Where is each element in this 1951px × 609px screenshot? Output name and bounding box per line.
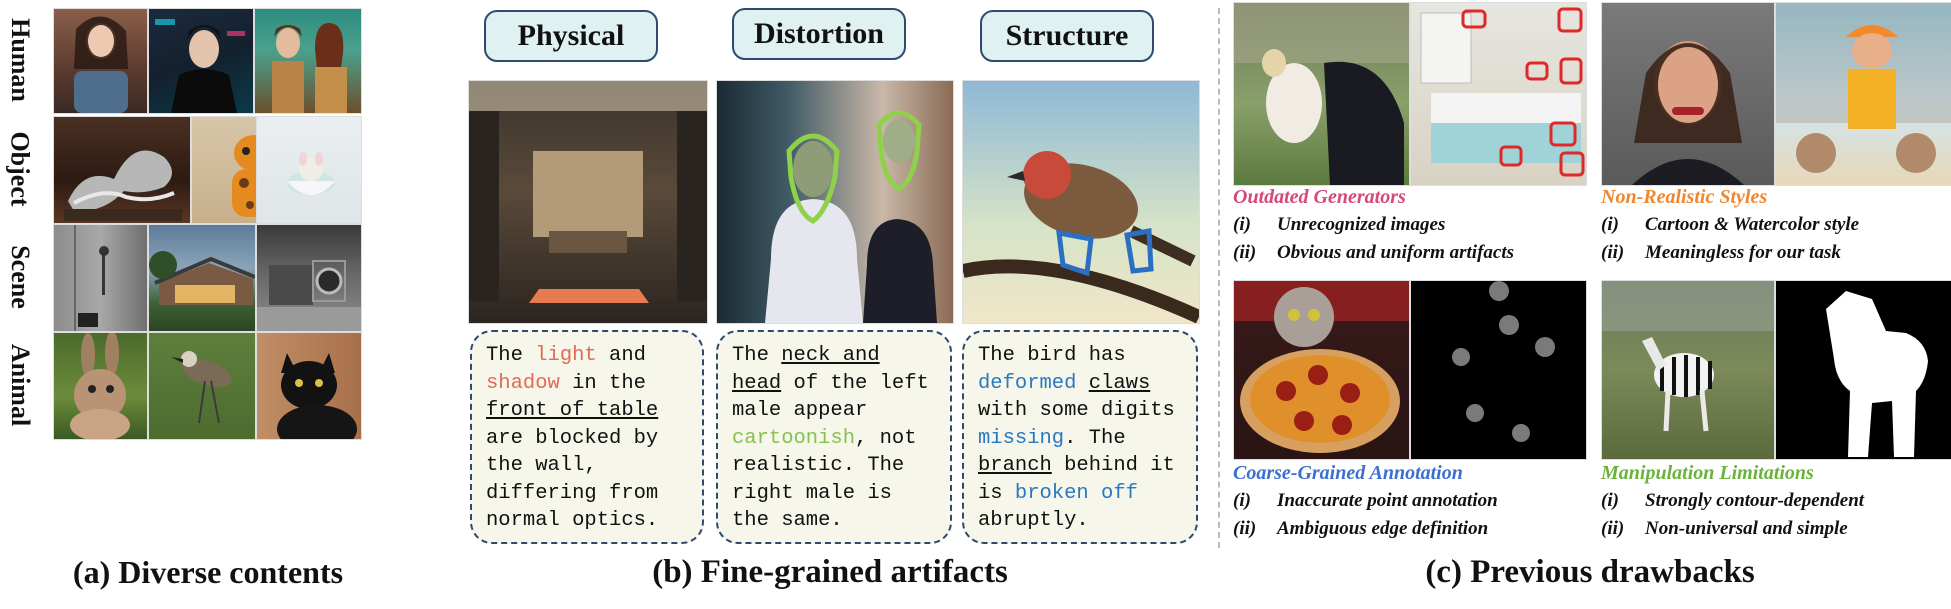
outdated-title: Outdated Generators	[1233, 186, 1406, 208]
physical-photo-room	[468, 80, 708, 324]
human-photo-couple	[254, 8, 362, 114]
highlight-cartoonish: cartoonish	[732, 426, 856, 450]
underline-claws: claws	[1088, 371, 1151, 395]
underline-neck-and-head: neck and head	[732, 344, 880, 395]
note-text: of the left male appear	[732, 371, 929, 423]
note-distortion: The neck and head of the left male appea…	[716, 330, 952, 544]
note-text: The	[486, 344, 536, 367]
outdated-photo-horse	[1233, 2, 1410, 186]
manipulation-title: Manipulation Limitations	[1601, 462, 1814, 484]
outdated-photo-bedroom	[1410, 2, 1587, 186]
animal-photo-rabbit	[53, 332, 148, 440]
row-label-human: Human	[6, 17, 35, 102]
note-text: abruptly.	[978, 509, 1089, 532]
manipulation-mask-contour	[1775, 280, 1951, 460]
nonrealistic-item-2: (ii)Meaningless for our task	[1601, 242, 1841, 263]
nonrealistic-photo-woman	[1601, 2, 1775, 186]
nonrealistic-photo-worker	[1775, 2, 1951, 186]
highlight-broken-off: broken off	[1014, 481, 1138, 505]
highlight-deformed: deformed	[978, 371, 1077, 395]
note-text: , not realistic. The right male is the s…	[732, 426, 917, 533]
note-text	[1076, 372, 1088, 395]
note-text: The	[732, 344, 782, 367]
note-text: and	[596, 344, 646, 367]
manipulation-photo-zebra	[1601, 280, 1775, 460]
coarse-item-2: (ii)Ambiguous edge definition	[1233, 518, 1489, 539]
row-label-object: Object	[6, 130, 35, 207]
note-text: in the	[559, 371, 646, 395]
tag-physical: Physical	[484, 10, 658, 62]
row-label-scene: Scene	[6, 244, 36, 309]
note-structure: The bird has deformed claws with some di…	[962, 330, 1198, 544]
highlight-shadow: shadow	[486, 371, 560, 395]
underline-branch: branch	[978, 454, 1052, 477]
nonrealistic-title: Non-Realistic Styles	[1601, 186, 1768, 208]
human-photo-man-neon	[148, 8, 254, 114]
panel-a-caption: (a) Diverse contents	[72, 554, 344, 590]
animal-photo-cat	[256, 332, 362, 440]
nonrealistic-item-1: (i)Cartoon & Watercolor style	[1601, 214, 1860, 235]
underline-front-of-table: front of table	[486, 399, 659, 422]
coarse-photo-cat-pizza	[1233, 280, 1410, 460]
section-divider	[1218, 8, 1220, 548]
scene-photo-house	[148, 224, 256, 332]
scene-photo-laundry	[256, 224, 362, 332]
panel-c-caption: (c) Previous drawbacks	[1425, 554, 1755, 590]
panel-b-caption: (b) Fine-grained artifacts	[652, 554, 1008, 590]
tag-structure: Structure	[980, 10, 1154, 62]
object-photo-bowl	[256, 116, 362, 224]
distortion-photo-men	[716, 80, 954, 324]
manipulation-item-2: (ii)Non-universal and simple	[1601, 518, 1848, 539]
outdated-item-1: (i)Unrecognized images	[1233, 214, 1446, 235]
highlight-light: light	[535, 344, 597, 367]
coarse-title: Coarse-Grained Annotation	[1233, 462, 1463, 484]
object-photo-dragon	[53, 116, 191, 224]
scene-photo-bathroom	[53, 224, 148, 332]
row-label-animal: Animal	[6, 343, 35, 427]
note-text: are blocked by the wall, differing from …	[486, 426, 659, 533]
note-text: The bird has	[978, 344, 1126, 367]
structure-photo-bird	[962, 80, 1200, 324]
animal-photo-bird	[148, 332, 256, 440]
note-text: behind it is	[978, 454, 1175, 505]
note-text: with some digits	[978, 399, 1175, 422]
coarse-mask-points	[1410, 280, 1587, 460]
outdated-item-2: (ii)Obvious and uniform artifacts	[1233, 242, 1515, 263]
note-text: . The	[1064, 426, 1126, 450]
tag-distortion: Distortion	[732, 8, 906, 60]
manipulation-item-1: (i)Strongly contour-dependent	[1601, 490, 1865, 511]
human-photo-woman	[53, 8, 148, 114]
coarse-item-1: (i)Inaccurate point annotation	[1233, 490, 1498, 511]
highlight-missing: missing	[978, 426, 1065, 450]
note-physical: The light and shadow in the front of tab…	[470, 330, 704, 544]
